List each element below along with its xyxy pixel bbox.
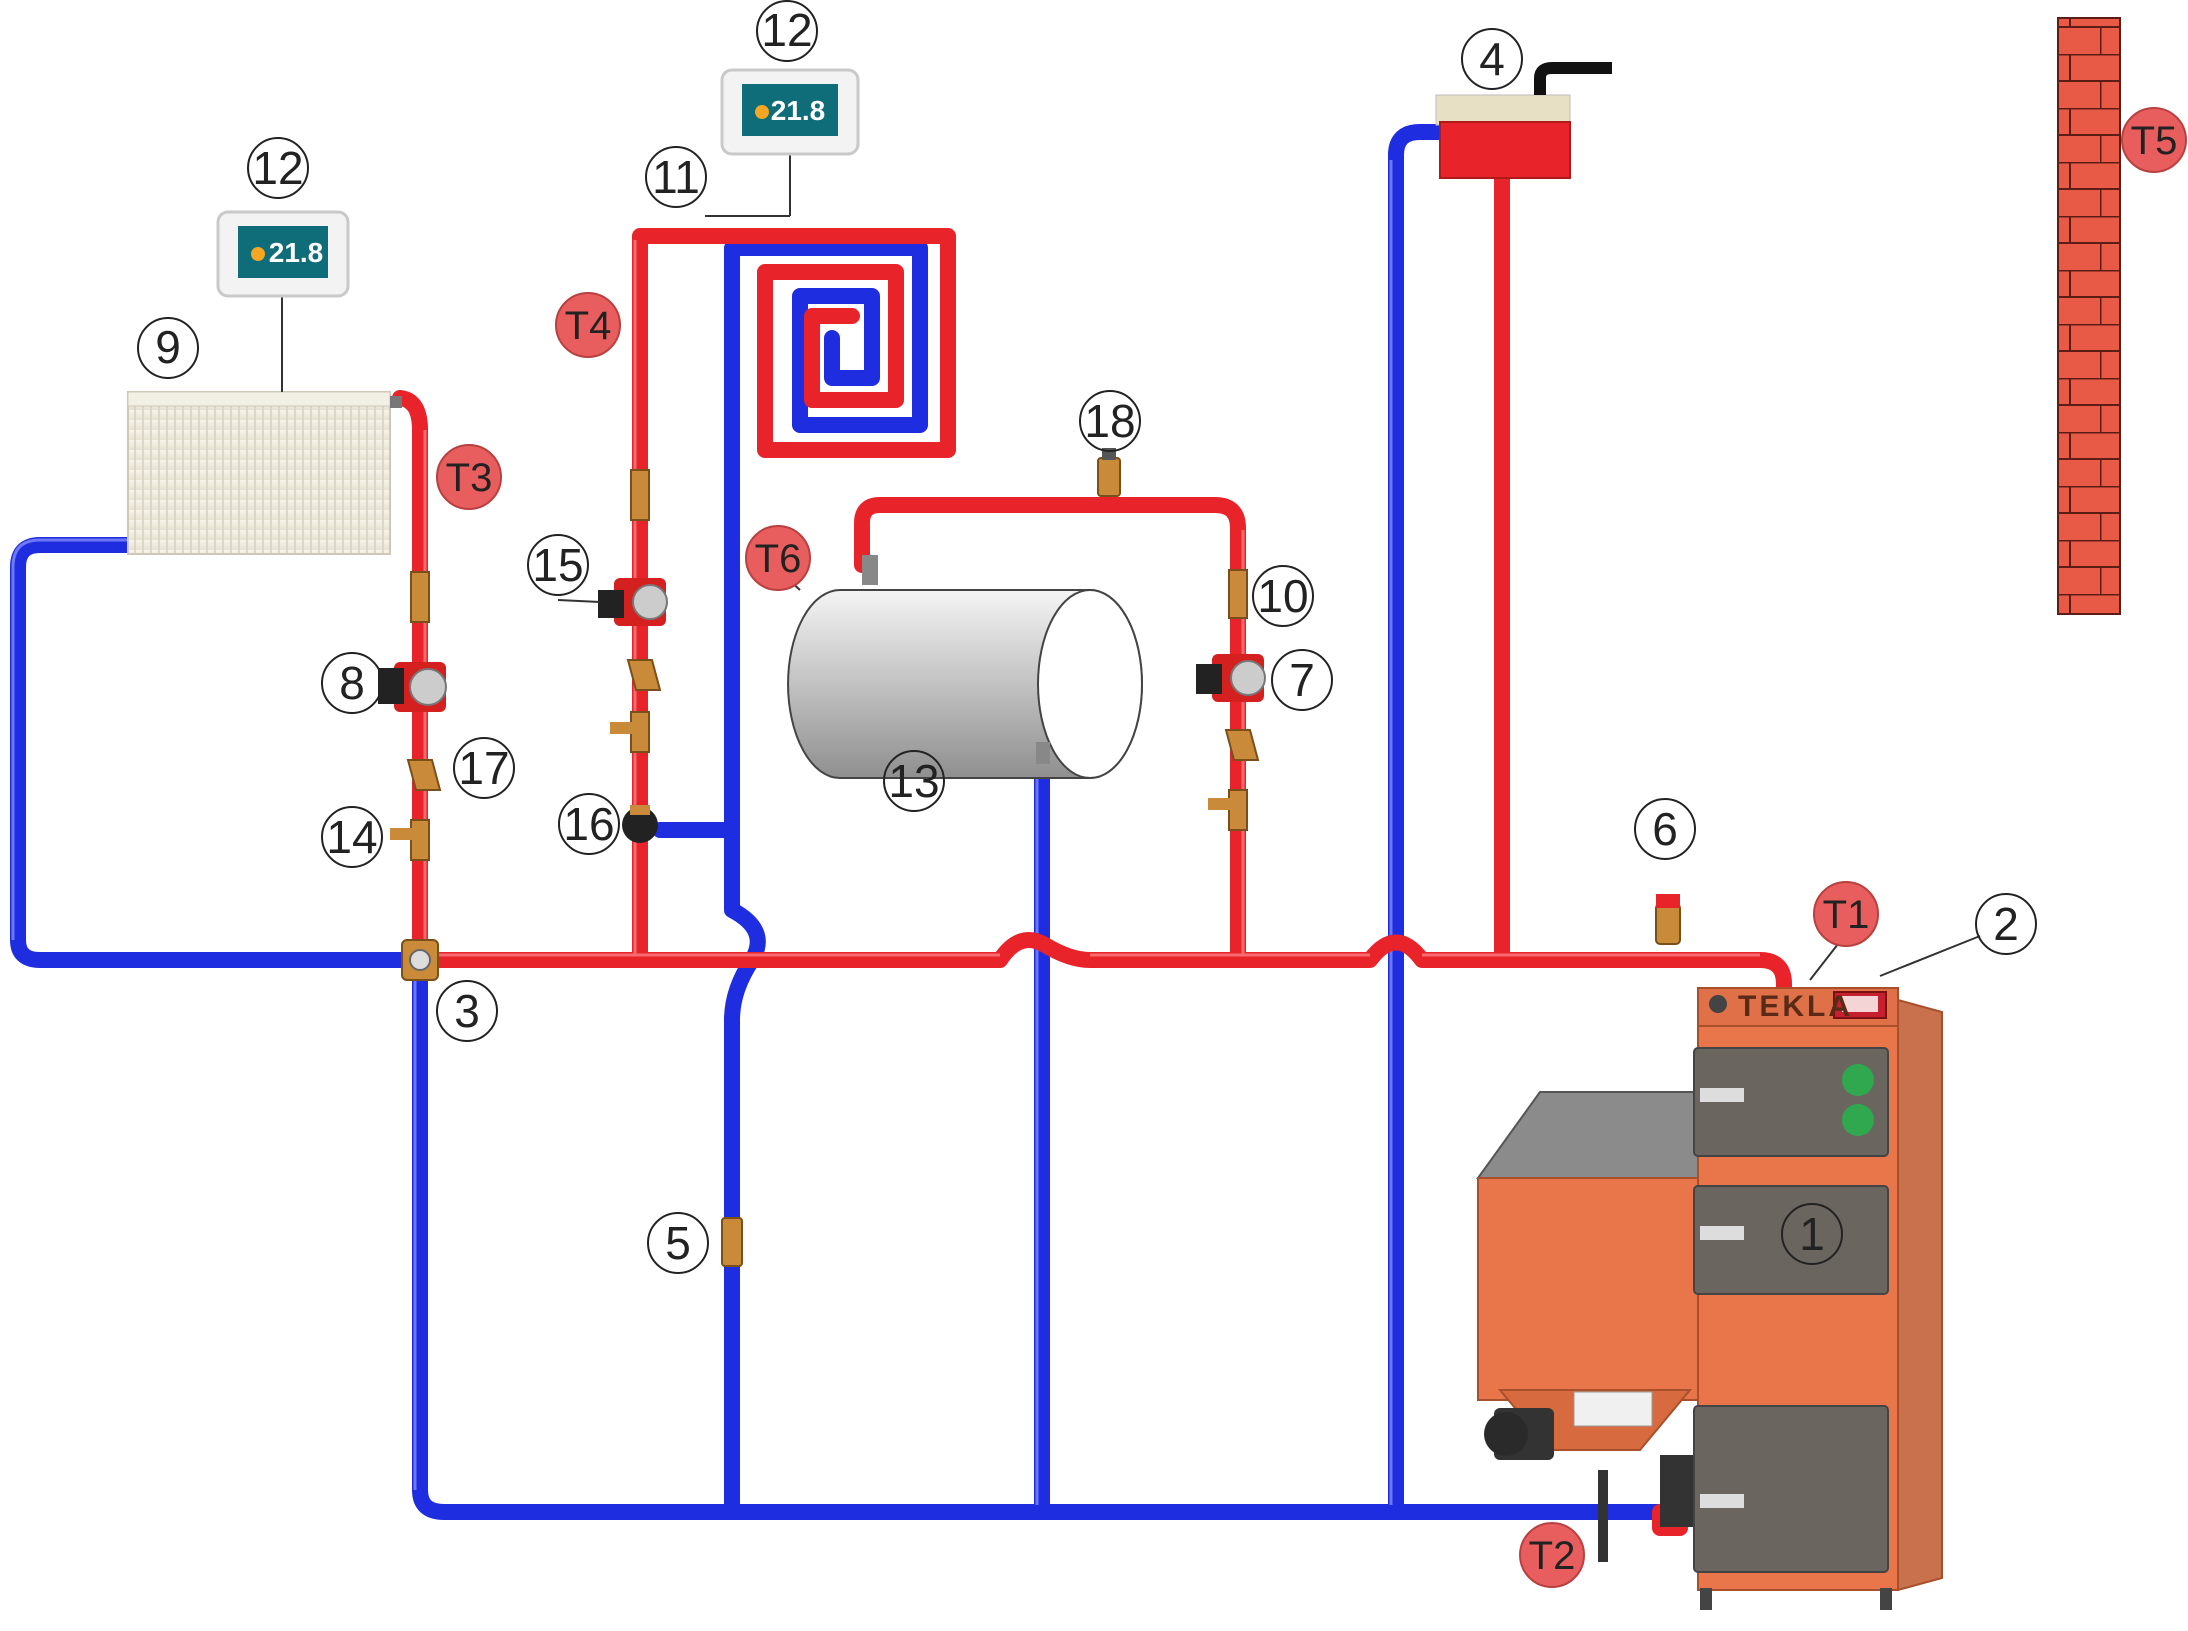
circle-mixing-valve xyxy=(436,980,498,1042)
label-air-vent: 18 xyxy=(1084,395,1135,447)
circle-air-vent xyxy=(1079,390,1141,452)
circle-pump-floor xyxy=(527,534,589,596)
expansion-tank xyxy=(1435,62,1612,179)
radiator-supply-pipe xyxy=(392,390,428,968)
boiler-brand: TEKLA xyxy=(1738,990,1853,1023)
sensor-t2-badge xyxy=(1519,1522,1585,1588)
radiator xyxy=(127,391,402,555)
circle-water-tank xyxy=(883,750,945,812)
circle-filter xyxy=(647,1212,709,1274)
expansion-return-pipe xyxy=(1388,124,1448,1520)
sensor-t3: T3 xyxy=(446,456,493,500)
thermostat-right-temp: 21.8 xyxy=(771,95,826,126)
sensor-t1-badge xyxy=(1813,881,1879,947)
sensor-t6-badge xyxy=(745,525,811,591)
thermostat-left-temp: 21.8 xyxy=(269,237,324,268)
label-thermostat-right: 12 xyxy=(761,4,812,56)
label-controller: 2 xyxy=(1993,898,2019,950)
label-expansion-tank: 4 xyxy=(1479,33,1505,85)
cold-pipes xyxy=(10,124,1668,1520)
sensor-t1: T1 xyxy=(1823,893,1870,937)
spiral-cold xyxy=(724,240,928,478)
sensor-t5: T5 xyxy=(2131,119,2178,163)
main-supply-pipe xyxy=(412,932,1792,998)
label-strainer: 17 xyxy=(458,742,509,794)
circle-floor-mixing-valve xyxy=(558,793,620,855)
hot-pipes xyxy=(392,167,1792,1536)
circle-strainer xyxy=(453,737,515,799)
floor-supply-pipe xyxy=(632,228,956,968)
label-mixing-valve: 3 xyxy=(454,985,480,1037)
sensor-t3-badge xyxy=(436,444,502,510)
tank-supply-loop xyxy=(854,497,1246,968)
label-ball-valve: 14 xyxy=(326,811,377,863)
circle-controller xyxy=(1975,893,2037,955)
chimney-wall xyxy=(2057,17,2121,615)
sensor-t6: T6 xyxy=(755,537,802,581)
circle-safety-valve xyxy=(1634,798,1696,860)
filter xyxy=(721,1217,743,1267)
circle-pump-tank xyxy=(1271,649,1333,711)
boiler: TEKLA xyxy=(1476,987,1943,1610)
floor-return-pipe xyxy=(724,462,766,1520)
sensor-t4: T4 xyxy=(565,304,612,348)
tank-fittings xyxy=(1196,569,1266,831)
label-floor-heating: 11 xyxy=(652,151,700,203)
label-pump-tank: 7 xyxy=(1289,654,1315,706)
label-water-tank: 13 xyxy=(888,755,939,807)
thermostat-right: 21.8 xyxy=(720,68,860,216)
circle-radiator xyxy=(137,317,199,379)
sensor-t4-badge xyxy=(555,292,621,358)
radiator-return-pipe xyxy=(10,537,428,968)
sensor-t2: T2 xyxy=(1529,1534,1576,1578)
safety-valve xyxy=(1655,894,1681,945)
sensor-t5-badge xyxy=(2121,107,2187,173)
label-pump-floor: 15 xyxy=(532,539,583,591)
thermostat-left: 21.8 xyxy=(216,210,350,392)
circle-thermostat-left xyxy=(247,137,309,199)
circle-thermostat-right xyxy=(756,0,818,62)
bottom-return-pipe xyxy=(412,952,1668,1520)
floor-fittings xyxy=(598,469,668,843)
circle-check-valve xyxy=(1252,565,1314,627)
mixing-valve xyxy=(401,939,439,981)
label-radiator: 9 xyxy=(155,321,181,373)
circle-pump-radiator xyxy=(321,652,383,714)
radiator-fittings xyxy=(378,571,447,861)
label-filter: 5 xyxy=(665,1217,691,1269)
label-pump-radiator: 8 xyxy=(339,657,365,709)
air-vent xyxy=(1097,448,1121,497)
circle-boiler xyxy=(1781,1203,1843,1265)
circle-expansion-tank xyxy=(1461,28,1523,90)
circle-floor-heating xyxy=(645,146,707,208)
label-floor-mixing-valve: 16 xyxy=(563,798,614,850)
cold-pipe-highlights xyxy=(11,160,1393,1505)
water-tank xyxy=(787,555,1143,779)
label-safety-valve: 6 xyxy=(1652,803,1678,855)
label-check-valve: 10 xyxy=(1257,570,1308,622)
circle-ball-valve xyxy=(321,806,383,868)
label-thermostat-left: 12 xyxy=(252,142,303,194)
label-boiler: 1 xyxy=(1799,1208,1825,1260)
